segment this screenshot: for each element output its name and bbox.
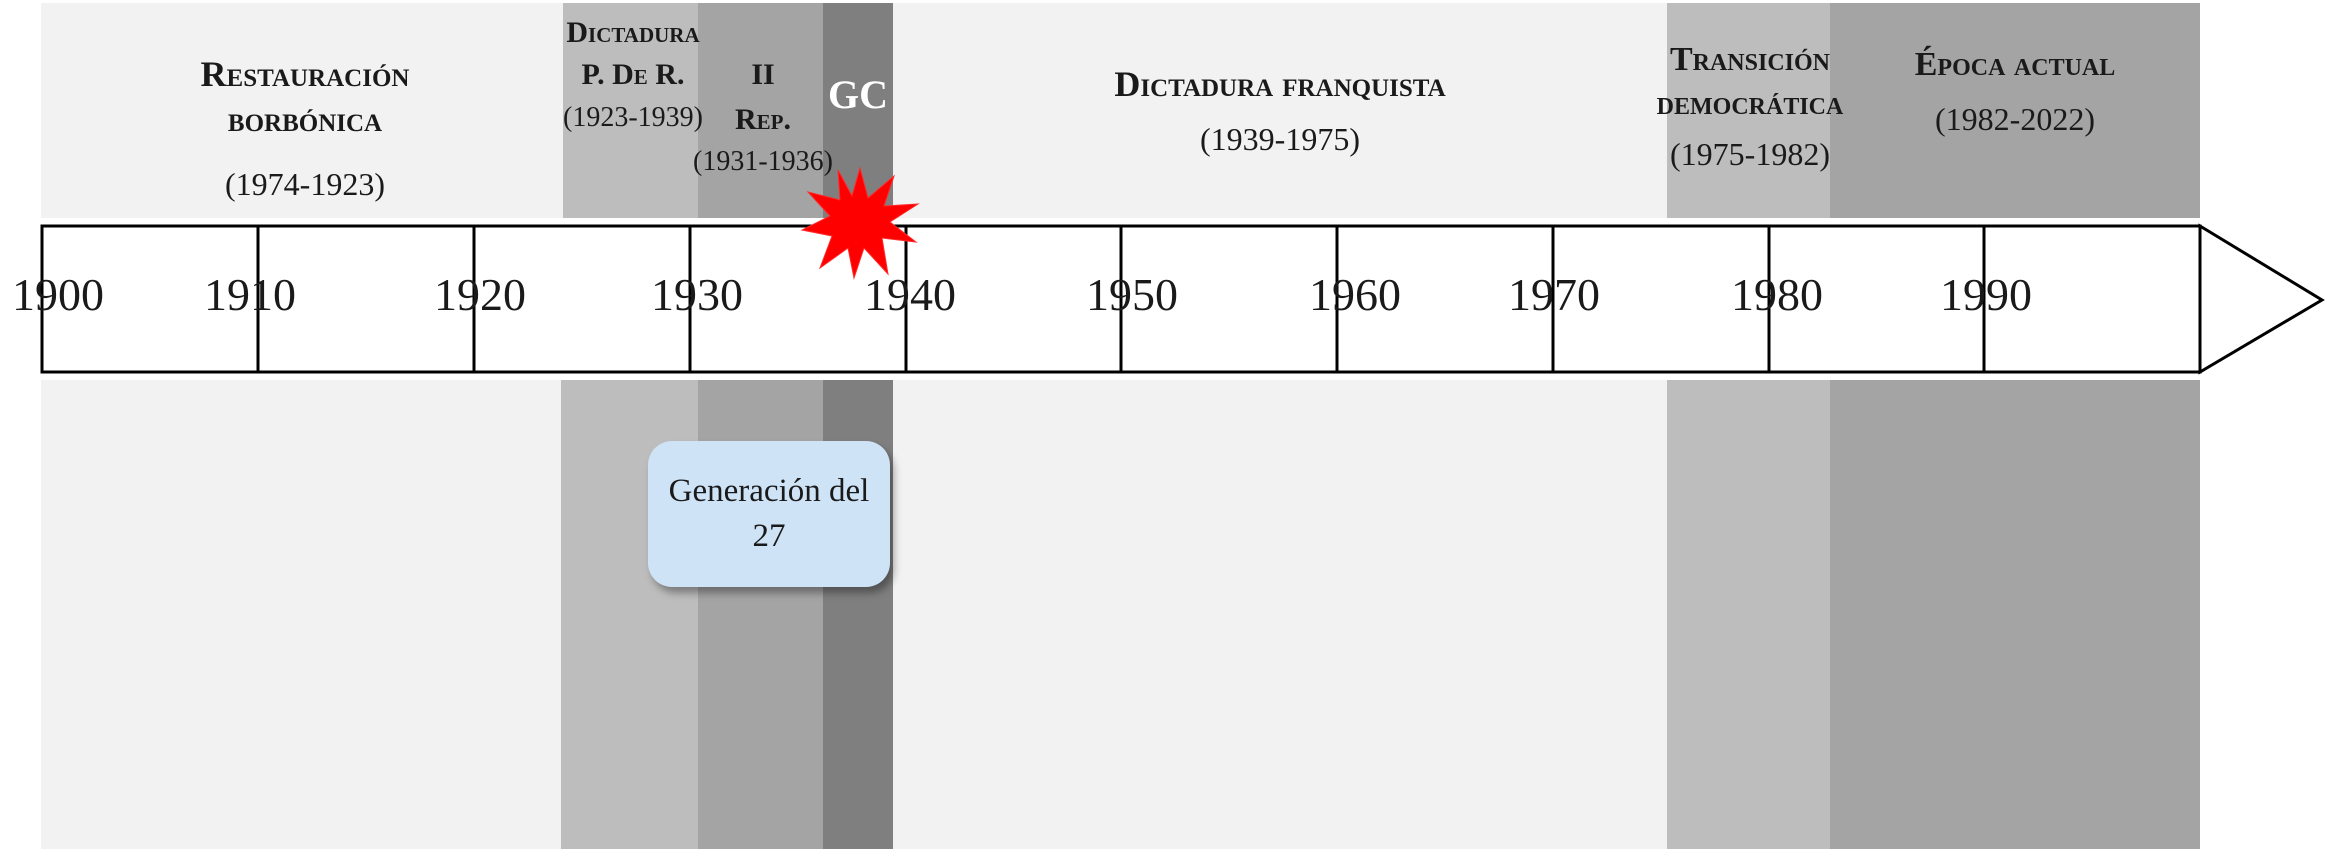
period-name: borbónica: [227, 99, 383, 139]
period-name: Rep.: [735, 103, 791, 136]
year-label-1920: 1920: [434, 269, 526, 320]
period-name: Dictadura franquista: [1114, 64, 1446, 104]
period-name: GC: [828, 72, 888, 117]
timeline-arrowhead: [2198, 223, 2325, 375]
period-years: (1931-1936): [693, 146, 833, 177]
band-top-ii-rep: [698, 3, 823, 218]
year-label-1960: 1960: [1309, 269, 1401, 320]
band-bottom-franquista: [893, 380, 1667, 849]
period-label-actual: Época actual (1982-2022): [1870, 44, 2160, 139]
year-label-1900: 1900: [12, 269, 104, 320]
period-name: Restauración: [200, 54, 410, 94]
band-top-actual: [1830, 3, 2200, 218]
period-label-dictadura-pr: Dictadura P. De R. (1923-1939): [548, 12, 718, 135]
band-top-dictadura-pr: [563, 3, 698, 218]
band-bottom-restauracion: [41, 380, 561, 849]
band-top-franquista: [893, 3, 1667, 218]
band-top-restauracion: [41, 3, 563, 218]
period-label-gc: GC: [815, 70, 901, 120]
period-years: (1975-1982): [1670, 136, 1830, 173]
period-name: Dictadura: [566, 16, 700, 49]
event-label: Generación del 27: [668, 473, 870, 554]
period-years: (1982-2022): [1935, 100, 2095, 137]
year-label-1930: 1930: [651, 269, 743, 320]
year-label-1910: 1910: [204, 269, 296, 320]
period-years: (1923-1939): [563, 102, 703, 133]
band-bottom-actual: [1830, 380, 2200, 849]
period-label-transicion: Transición democrática (1975-1982): [1620, 38, 1880, 174]
period-years: (1939-1975): [1200, 121, 1360, 157]
period-label-franquista: Dictadura franquista (1939-1975): [1030, 62, 1530, 159]
year-label-1990: 1990: [1940, 269, 2032, 320]
band-bottom-transicion: [1667, 380, 1830, 849]
year-label-1950: 1950: [1086, 269, 1178, 320]
period-label-restauracion: Restauración borbónica (1974-1923): [130, 52, 480, 204]
event-generacion-27: Generación del 27: [648, 441, 890, 587]
year-label-1970: 1970: [1508, 269, 1600, 320]
period-name: Transición: [1669, 41, 1831, 78]
period-label-ii-rep: II Rep. (1931-1936): [688, 52, 838, 179]
period-name: Época actual: [1914, 46, 2116, 83]
explosion-icon: [800, 166, 920, 280]
year-label-1940: 1940: [864, 269, 956, 320]
period-name: P. De R.: [581, 58, 685, 91]
period-years: (1974-1923): [225, 166, 385, 202]
period-name: democrática: [1656, 85, 1844, 123]
period-name: II: [751, 58, 775, 91]
year-label-1980: 1980: [1731, 269, 1823, 320]
band-top-transicion: [1667, 3, 1830, 218]
